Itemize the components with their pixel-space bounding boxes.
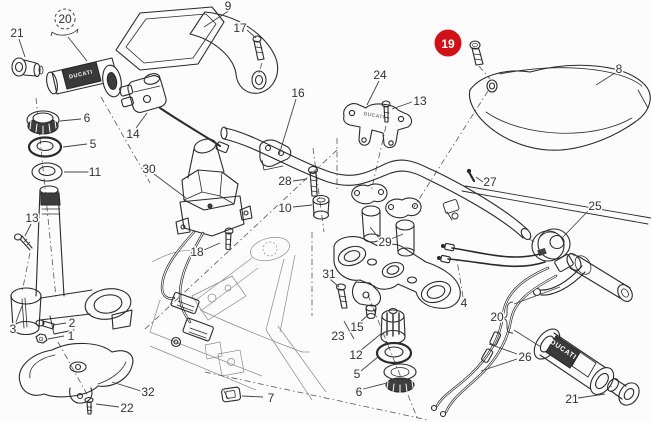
washer-5-bottom [375,341,413,365]
bracket-under-20 [50,28,79,37]
frame-reference [149,236,327,401]
pinch-screw-13-left [13,233,33,251]
callouts: 21 20 9 17 8 24 13 16 6 14 5 30 11 28 27… [8,0,624,417]
clamp-bracket-24 [343,103,413,149]
bottom-yoke [10,287,133,336]
highlighted-callout-19[interactable]: 19 [434,29,462,57]
bolt-31 [335,283,348,309]
callout-25[interactable]: 25 [587,198,604,215]
riser-clamps [351,183,422,257]
callout-2[interactable]: 2 [67,315,77,332]
grouping-marks [50,8,514,334]
callout-17[interactable]: 17 [232,20,249,37]
callout-1[interactable]: 1 [66,328,76,345]
bolt-28 [307,165,319,197]
callout-27[interactable]: 27 [482,174,499,191]
ignition-cap-12 [380,307,406,345]
lower-cover-32 [18,342,134,404]
stem-nut-15 [365,304,377,320]
callout-14[interactable]: 14 [125,126,142,143]
top-triple-clamp [333,236,461,309]
throttle-cables [430,242,558,418]
callout-23[interactable]: 23 [330,328,347,345]
callout-32[interactable]: 32 [140,384,157,401]
ignition-switch [175,138,253,237]
callout-12[interactable]: 12 [348,347,365,364]
callout-9[interactable]: 9 [223,0,233,15]
callout-21-right[interactable]: 21 [564,391,581,408]
left-mirror [115,6,279,94]
right-bar-end-weight [606,378,640,406]
callout-20-top[interactable]: 20 [57,11,74,28]
callout-24[interactable]: 24 [372,67,389,84]
clutch-perch [259,139,292,171]
clip-7 [221,386,242,403]
dashed-circle-20 [54,8,76,30]
construction-axes [21,62,613,421]
right-grip [533,328,615,395]
bracket-screw-13-right [381,100,391,123]
ring-nut-6-top [26,110,60,135]
callout-5-top[interactable]: 5 [88,136,98,153]
callout-3[interactable]: 3 [8,321,18,338]
leader-lines [15,9,616,408]
left-grip [46,57,122,98]
washer-11 [31,162,63,182]
callout-26[interactable]: 26 [517,349,534,366]
callout-30[interactable]: 30 [141,161,158,178]
left-bar-end-weight [11,57,44,78]
highlight-badge-label[interactable]: 19 [441,37,455,51]
spacer-10 [312,194,330,220]
callout-6-top[interactable]: 6 [82,110,92,127]
callout-22[interactable]: 22 [119,400,136,417]
callout-8[interactable]: 8 [614,61,624,78]
callout-31[interactable]: 31 [321,266,338,283]
mirror-screw-17 [252,35,265,61]
callout-7[interactable]: 7 [266,390,276,407]
cable-run-right [461,185,651,225]
cover-screw-22 [84,396,94,415]
bolt-18 [224,227,234,251]
callout-4[interactable]: 4 [459,295,469,312]
callout-20-bottom[interactable]: 20 [489,309,506,326]
callout-6-bottom[interactable]: 6 [354,384,364,401]
yoke-bolt-2 [35,319,55,330]
callout-11[interactable]: 11 [87,164,103,181]
mirror-bolt-19 [469,40,484,66]
highlight-badge-circle[interactable] [434,29,462,57]
callout-29[interactable]: 29 [377,234,394,251]
pin-27 [466,168,476,183]
callout-13-left[interactable]: 13 [24,210,41,227]
yoke-nut-1 [35,333,48,344]
brand-text-bracket: DUCATI [363,111,385,121]
cable-guide [442,199,460,221]
handlebar [220,126,532,240]
callout-28[interactable]: 28 [277,173,294,190]
ignition-wiring [160,230,214,348]
callout-21-left[interactable]: 21 [9,25,26,42]
bearing-6-bottom [383,363,417,394]
throttle-tube [566,253,633,302]
left-switchgear [119,73,230,154]
brace-20-bottom [502,301,514,334]
callout-5-bottom[interactable]: 5 [352,366,362,383]
right-mirror [468,64,651,151]
washer-5-top [27,136,63,158]
brand-text-left-grip: DUCATI [69,69,94,80]
steering-stem [35,185,65,297]
callout-18[interactable]: 18 [189,244,206,261]
callout-10[interactable]: 10 [277,200,294,217]
callout-16[interactable]: 16 [290,85,307,102]
callout-15[interactable]: 15 [349,319,366,336]
callout-13-right[interactable]: 13 [412,93,429,110]
